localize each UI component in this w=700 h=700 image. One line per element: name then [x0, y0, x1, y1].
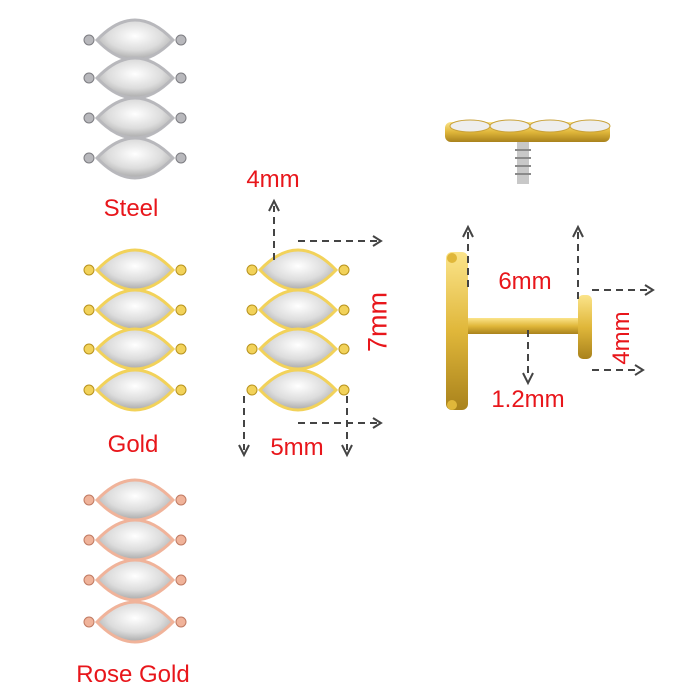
- earring-gold: [246, 248, 350, 412]
- metal-bead: [175, 152, 187, 164]
- metal-bead: [338, 343, 350, 355]
- marquise-stone: [94, 288, 176, 332]
- metal-bead: [175, 534, 187, 546]
- metal-bead: [175, 72, 187, 84]
- metal-bead: [175, 264, 187, 276]
- metal-bead: [83, 264, 95, 276]
- marquise-stone: [94, 478, 176, 522]
- metal-bead: [246, 264, 258, 276]
- metal-bead: [175, 112, 187, 124]
- earring-steel: [83, 18, 187, 180]
- marquise-stone: [257, 368, 339, 412]
- earring-rose-gold: [83, 478, 187, 644]
- metal-bead: [246, 304, 258, 316]
- metal-bead: [175, 384, 187, 396]
- metal-bead: [83, 304, 95, 316]
- metal-bead: [83, 152, 95, 164]
- marquise-stone: [94, 248, 176, 292]
- variant-label-gold: Gold: [107, 431, 159, 458]
- metal-bead: [246, 384, 258, 396]
- marquise-stone: [94, 518, 176, 562]
- marquise-stone: [94, 368, 176, 412]
- metal-bead: [175, 494, 187, 506]
- metal-bead: [338, 384, 350, 396]
- dimension-disc: 4mm: [608, 311, 635, 365]
- dimension-bar-gauge: 1.2mm: [491, 386, 565, 413]
- metal-bead: [246, 343, 258, 355]
- marquise-stone: [94, 600, 176, 644]
- metal-bead: [338, 304, 350, 316]
- dimension-arrows: [243, 206, 650, 450]
- dimension-length: 7mm: [362, 292, 393, 352]
- variant-label-rose-gold: Rose Gold: [76, 661, 190, 688]
- metal-bead: [83, 34, 95, 46]
- metal-bead: [83, 112, 95, 124]
- side-view-gold: [446, 252, 592, 410]
- variant-label-steel: Steel: [103, 195, 159, 222]
- metal-bead: [83, 574, 95, 586]
- metal-bead: [175, 343, 187, 355]
- marquise-stone: [257, 327, 339, 371]
- metal-bead: [83, 494, 95, 506]
- dimension-width: 5mm: [270, 434, 324, 461]
- earring-gold: [83, 248, 187, 412]
- marquise-stone: [94, 56, 176, 100]
- marquise-stone: [257, 248, 339, 292]
- metal-bead: [83, 384, 95, 396]
- metal-bead: [175, 574, 187, 586]
- top-view-gold: [445, 119, 611, 184]
- marquise-stone: [94, 96, 176, 140]
- marquise-stone: [257, 288, 339, 332]
- marquise-stone: [94, 327, 176, 371]
- metal-bead: [83, 534, 95, 546]
- marquise-stone: [94, 18, 176, 62]
- metal-bead: [175, 34, 187, 46]
- metal-bead: [175, 616, 187, 628]
- metal-bead: [175, 304, 187, 316]
- metal-bead: [83, 343, 95, 355]
- marquise-stone: [94, 136, 176, 180]
- metal-bead: [338, 264, 350, 276]
- dimension-bar-length: 6mm: [498, 268, 552, 295]
- metal-bead: [83, 616, 95, 628]
- dimension-height: 4mm: [246, 166, 300, 193]
- marquise-stone: [94, 558, 176, 602]
- metal-bead: [83, 72, 95, 84]
